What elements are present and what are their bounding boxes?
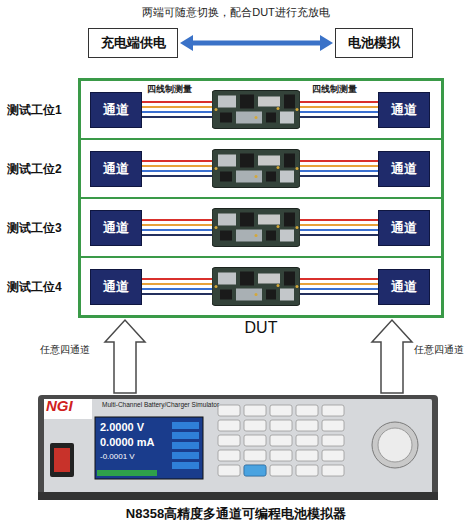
- edge-label: 任意四通道: [40, 343, 90, 357]
- station-label: 测试工位2: [7, 160, 62, 177]
- instrument: NGI Multi-Channel Battery/Charger Simulat…: [38, 395, 438, 500]
- channel-label: 通道: [103, 219, 129, 237]
- channel-label: 通道: [391, 101, 417, 119]
- process-box: 电池模拟: [335, 28, 413, 58]
- note-text: 两端可随意切换，配合DUT进行充放电: [0, 5, 472, 20]
- channel-label: 通道: [103, 160, 129, 178]
- box-label: 充电端供电: [101, 34, 166, 52]
- test-station-band: 测试工位1通道通道: [80, 80, 442, 139]
- channel-box: 通道: [90, 210, 142, 246]
- channel-box: 通道: [90, 92, 142, 128]
- brand-logo: NGI: [46, 398, 73, 415]
- channel-box: 通道: [90, 269, 142, 305]
- channel-box: 通道: [90, 151, 142, 187]
- channel-label: 通道: [391, 160, 417, 178]
- instrument-illustration: [38, 395, 438, 500]
- channel-box: 通道: [378, 269, 430, 305]
- pcb-image: [212, 91, 300, 129]
- channel-label: 通道: [391, 278, 417, 296]
- pcb-image: [212, 150, 300, 188]
- channel-label: 通道: [391, 219, 417, 237]
- test-station-band: 测试工位3通道通道: [80, 198, 442, 257]
- station-label: 测试工位4: [7, 278, 62, 295]
- process-box: 充电端供电: [88, 28, 178, 58]
- screen-value: 0.0000 mA: [100, 436, 154, 448]
- channel-box: 通道: [378, 151, 430, 187]
- connector: [372, 320, 412, 393]
- station-label: 测试工位1: [7, 101, 62, 118]
- measure-label: 四线制测量: [147, 83, 192, 96]
- screen-value: 2.0000 V: [100, 421, 144, 433]
- channel-label: 通道: [103, 101, 129, 119]
- channel-box: 通道: [378, 210, 430, 246]
- connector: [180, 35, 333, 51]
- dut-frame: DUT测试工位1通道通道测试工位2通道通道测试工位3通道通道测试工位4通道通道: [78, 78, 444, 318]
- instrument-model-text: Multi-Channel Battery/Charger Simulator: [102, 401, 219, 408]
- connector: [105, 320, 145, 393]
- screen-value: -0.0001 V: [100, 453, 135, 462]
- edge-label: 任意四通道: [414, 343, 464, 357]
- pcb-image: [212, 268, 300, 306]
- channel-label: 通道: [103, 278, 129, 296]
- caption: N8358高精度多通道可编程电池模拟器: [0, 505, 472, 523]
- channel-box: 通道: [378, 92, 430, 128]
- measure-label: 四线制测量: [312, 83, 357, 96]
- station-label: 测试工位3: [7, 219, 62, 236]
- pcb-image: [212, 209, 300, 247]
- test-station-band: 测试工位2通道通道: [80, 139, 442, 198]
- box-label: 电池模拟: [348, 34, 400, 52]
- frame-label: DUT: [80, 319, 442, 337]
- test-station-band: 测试工位4通道通道: [80, 257, 442, 316]
